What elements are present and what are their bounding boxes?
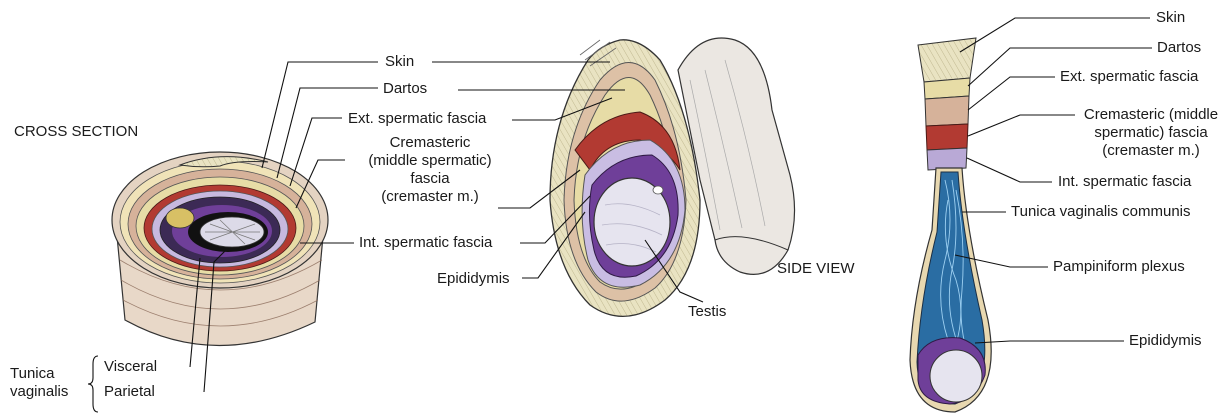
label-tunica-communis: Tunica vaginalis communis: [1011, 203, 1191, 220]
label-tunica-vaginalis: Tunica vaginalis: [10, 365, 69, 400]
label-epididymis-side: Epididymis: [437, 270, 510, 287]
cross-section-drawing: [111, 151, 329, 347]
label-pampiniform: Pampiniform plexus: [1053, 258, 1185, 275]
side-view-leaders: [432, 61, 704, 303]
label-dartos-cs: Dartos: [383, 80, 428, 97]
label-int-fascia-rv: Int. spermatic fascia: [1058, 173, 1192, 190]
label-ext-fascia-rv: Ext. spermatic fascia: [1060, 68, 1199, 85]
label-int-fascia-cs: Int. spermatic fascia: [359, 234, 493, 251]
label-skin-cs: Skin: [385, 53, 415, 70]
right-view-leaders: [954, 17, 1152, 344]
label-visceral: Visceral: [104, 358, 158, 375]
side-view-title: SIDE VIEW: [777, 260, 855, 277]
label-cremasteric-cs: Cremasteric (middle spermatic) fascia (c…: [368, 134, 492, 205]
cross-section-leaders: [189, 61, 378, 393]
cross-section-title: CROSS SECTION: [14, 123, 139, 140]
label-epididymis-rv: Epididymis: [1129, 332, 1202, 349]
tunica-brace: [87, 355, 99, 413]
label-cremasteric-rv: Cremasteric (middle spermatic) fascia (c…: [1083, 106, 1219, 159]
side-view-drawing: [549, 37, 796, 317]
label-ext-fascia-cs: Ext. spermatic fascia: [348, 110, 487, 127]
label-testis-side: Testis: [688, 303, 727, 320]
label-dartos-rv: Dartos: [1157, 39, 1202, 56]
label-skin-rv: Skin: [1156, 9, 1186, 26]
label-parietal: Parietal: [104, 383, 155, 400]
spermatic-cord-drawing: [909, 37, 992, 413]
